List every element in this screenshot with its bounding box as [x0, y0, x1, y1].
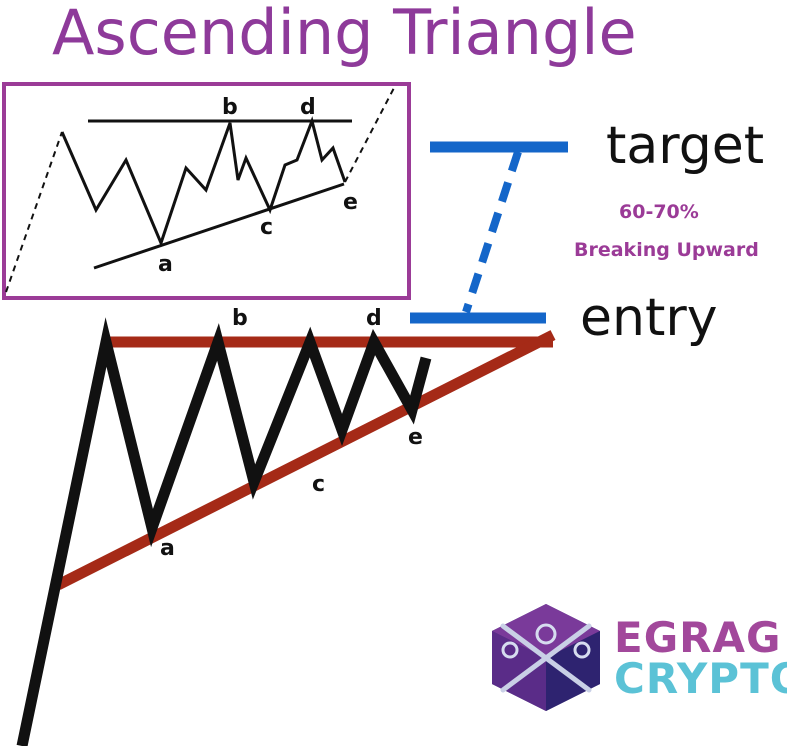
- inset-label-e: e: [343, 190, 358, 215]
- entry-label: entry: [580, 288, 718, 348]
- inset-frame: [2, 82, 411, 300]
- inset-breakout-dashed-line: [344, 85, 396, 183]
- label-a: a: [160, 536, 175, 561]
- projection-dashed-line: [462, 150, 522, 314]
- probability-label: 60-70%: [619, 201, 699, 223]
- label-d: d: [366, 306, 382, 331]
- price-path: [16, 317, 432, 746]
- brand-logo-icon: [492, 604, 600, 711]
- target-entry-markers: [410, 141, 568, 324]
- label-e: e: [408, 425, 423, 450]
- inset-entry-dashed-line: [5, 131, 63, 293]
- inset-support-line: [93, 182, 345, 270]
- brand-line1: EGRAG: [614, 613, 782, 662]
- inset-label-c: c: [260, 215, 274, 240]
- inset-sketch: [5, 85, 396, 293]
- label-b: b: [232, 306, 248, 331]
- target-label: target: [606, 116, 765, 176]
- inset-label-a: a: [158, 252, 173, 277]
- inset-label-d: d: [300, 95, 316, 120]
- main-pattern: [16, 317, 556, 746]
- direction-label: Breaking Upward: [574, 239, 759, 261]
- brand-line2: CRYPTO: [614, 654, 787, 703]
- inset-price-path: [60, 116, 347, 248]
- diagram-title: Ascending Triangle: [52, 0, 637, 69]
- inset-label-b: b: [222, 95, 238, 120]
- support-line: [55, 330, 556, 590]
- label-c: c: [312, 472, 326, 497]
